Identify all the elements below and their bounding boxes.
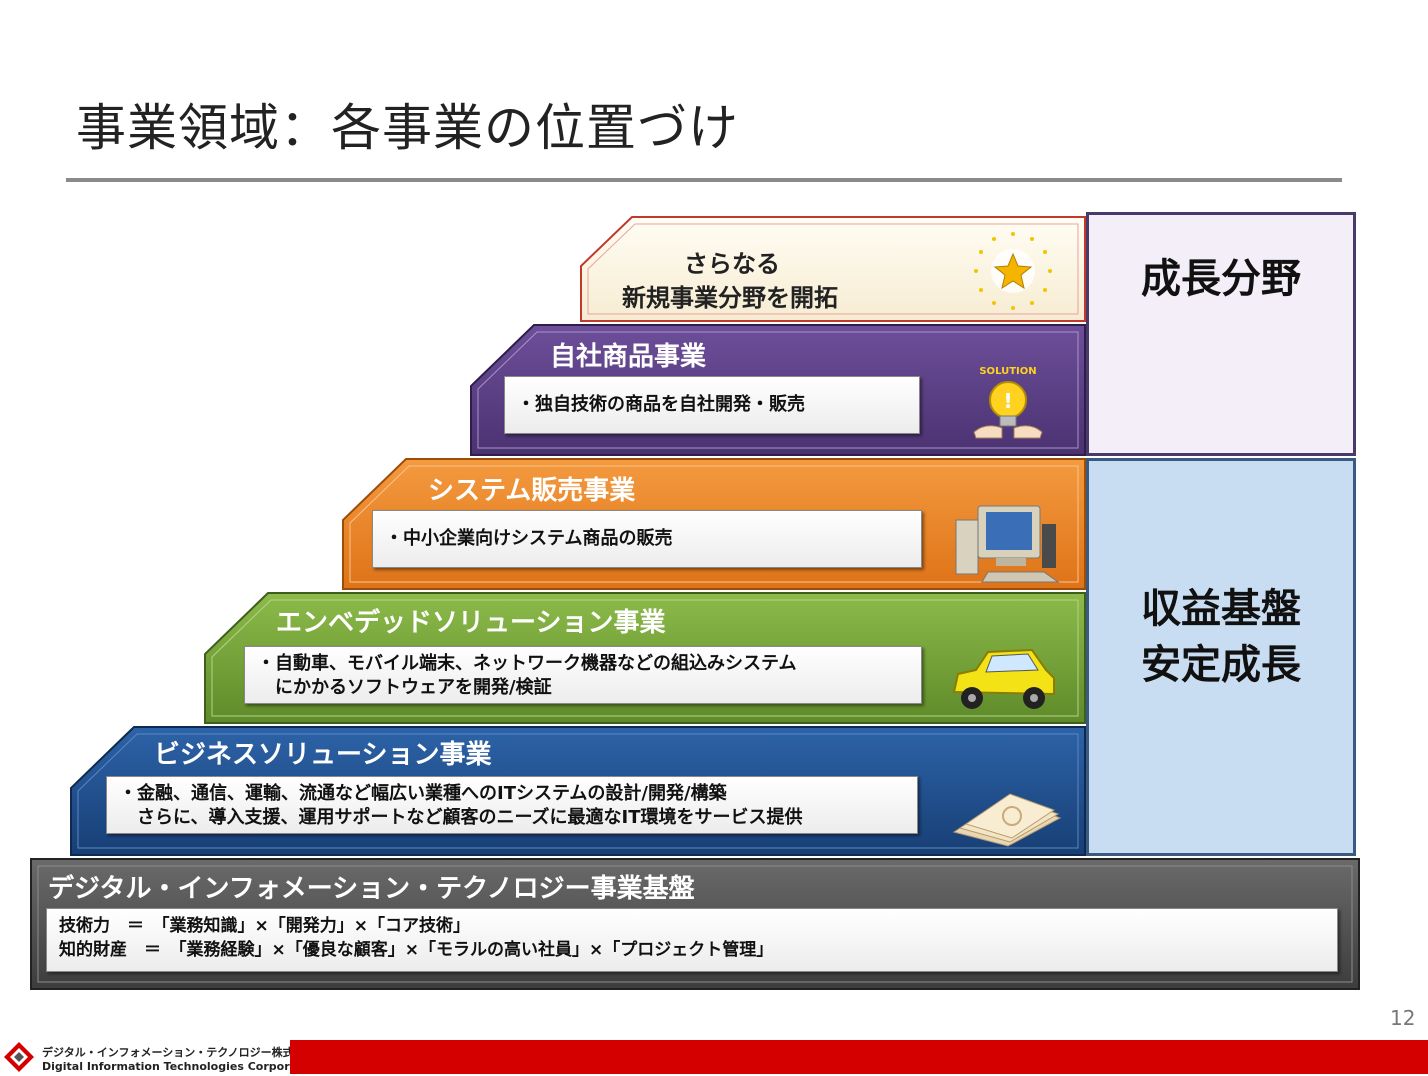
layer-new-business-shape [580, 216, 1086, 322]
side-label-stable-line2: 安定成長 [1141, 642, 1301, 688]
computer-icon [955, 505, 1060, 583]
layer-own-products: 自社商品事業 ・独自技術の商品を自社開発・販売 ! SOLUTION [470, 324, 1086, 456]
solution-label: SOLUTION [979, 366, 1037, 377]
layer-new-business-line1: さらなる [684, 250, 780, 278]
car-icon [952, 648, 1055, 709]
layer-business-solution-desc-line2: さらに、導入支援、運用サポートなど顧客のニーズに最適なIT環境をサービス提供 [119, 807, 803, 828]
slide-title: 事業領域：各事業の位置づけ [76, 99, 739, 157]
lightbulb-icon: ! [973, 381, 1043, 439]
layer-foundation-desc-line1: 技術力 ＝ 「業務知識」×「開発力」×「コア技術」 [59, 916, 470, 936]
layer-new-business-line2: 新規事業分野を開拓 [622, 284, 838, 312]
star-icon [974, 232, 1052, 310]
side-label-stable-text: 収益基盤 安定成長 [1141, 581, 1301, 693]
side-label-stable-line1: 収益基盤 [1141, 586, 1301, 632]
company-logo-icon [4, 1042, 34, 1072]
layer-foundation: デジタル・インフォメーション・テクノロジー事業基盤 技術力 ＝ 「業務知識」×「… [30, 858, 1360, 990]
title-divider [66, 178, 1342, 182]
side-label-growth-text: 成長分野 [1141, 256, 1301, 302]
side-label-stable: 収益基盤 安定成長 [1086, 458, 1356, 856]
layer-embedded: エンベデッドソリューション事業 ・自動車、モバイル端末、ネットワーク機器などの組… [204, 592, 1086, 724]
layer-business-solution-title: ビジネスソリューション事業 [154, 740, 492, 770]
layer-system-sales-desc-line1: ・中小企業向けシステム商品の販売 [385, 528, 673, 549]
layer-system-sales-title: システム販売事業 [428, 476, 636, 506]
layer-own-products-title: 自社商品事業 [550, 342, 707, 372]
layer-foundation-title: デジタル・インフォメーション・テクノロジー事業基盤 [48, 874, 695, 904]
layer-foundation-desc-line2: 知的財産 ＝ 「業務経験」×「優良な顧客」×「モラルの高い社員」×「プロジェクト… [59, 940, 774, 960]
side-label-growth: 成長分野 [1086, 212, 1356, 456]
layer-embedded-desc-line2: にかかるソフトウェアを開発/検証 [257, 677, 552, 698]
svg-text:!: ! [1003, 389, 1012, 413]
layer-system-sales: システム販売事業 ・中小企業向けシステム商品の販売 [342, 458, 1086, 590]
layer-system-sales-desc: ・中小企業向けシステム商品の販売 [372, 510, 922, 568]
layer-own-products-desc-line1: ・独自技術の商品を自社開発・販売 [517, 394, 805, 415]
layer-embedded-title: エンベデッドソリューション事業 [276, 608, 666, 638]
layer-business-solution: ビジネスソリューション事業 ・金融、通信、運輸、流通など幅広い業種へのITシステ… [70, 726, 1086, 856]
layer-business-solution-desc-line1: ・金融、通信、運輸、流通など幅広い業種へのITシステムの設計/開発/構築 [119, 783, 727, 804]
money-icon [952, 793, 1062, 847]
layer-embedded-desc-line1: ・自動車、モバイル端末、ネットワーク機器などの組込みシステム [257, 653, 797, 674]
page-number: 12 [1390, 1006, 1416, 1030]
layer-business-solution-desc: ・金融、通信、運輸、流通など幅広い業種へのITシステムの設計/開発/構築 さらに… [106, 776, 918, 834]
company-name-en: Digital Information Technologies Corpora… [42, 1060, 322, 1073]
layer-foundation-desc: 技術力 ＝ 「業務知識」×「開発力」×「コア技術」 知的財産 ＝ 「業務経験」×… [46, 908, 1338, 972]
footer-red-bar [290, 1040, 1428, 1074]
layer-embedded-desc: ・自動車、モバイル端末、ネットワーク機器などの組込みシステム にかかるソフトウェ… [244, 646, 922, 704]
company-name-jp: デジタル・インフォメーション・テクノロジー株式会社 [42, 1046, 316, 1059]
layer-new-business: さらなる 新規事業分野を開拓 [580, 216, 1086, 322]
layer-own-products-desc: ・独自技術の商品を自社開発・販売 [504, 376, 920, 434]
